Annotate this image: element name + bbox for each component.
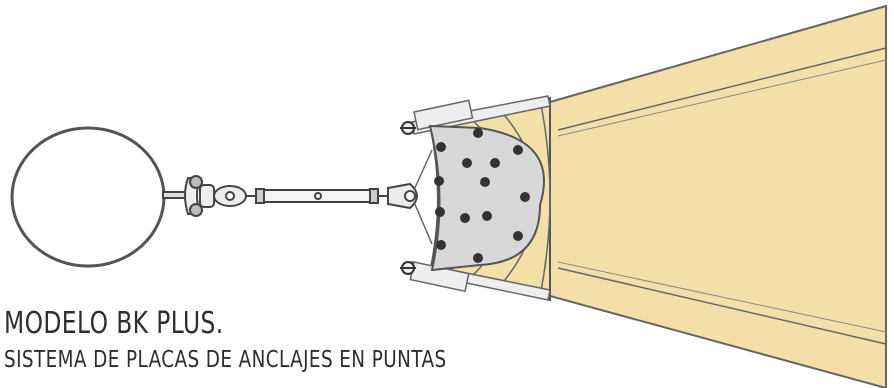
bolt <box>480 177 490 187</box>
bolt <box>513 231 523 241</box>
sail-hem-bottom <box>557 267 887 345</box>
sail-hem-bottom-2 <box>557 261 887 333</box>
plate-bolts <box>434 128 530 263</box>
bolt <box>434 176 444 186</box>
bolt <box>520 192 530 202</box>
turnbuckle <box>213 182 418 210</box>
bolt <box>435 207 445 217</box>
shackle <box>162 175 215 217</box>
bolt <box>460 213 470 223</box>
caption-subtitle: SISTEMA DE PLACAS DE ANCLAJES EN PUNTAS <box>4 347 447 373</box>
bolt <box>473 128 483 138</box>
corner-nuts <box>400 121 416 275</box>
sail-body <box>549 4 887 388</box>
bolt <box>482 211 492 221</box>
bridle-lines <box>413 149 433 245</box>
anchor-ring <box>10 126 166 268</box>
bolt <box>436 240 446 250</box>
bolt <box>490 158 500 168</box>
caption-title: MODELO BK PLUS. <box>4 306 224 341</box>
bolt <box>513 145 523 155</box>
sail-hem-top <box>557 47 887 131</box>
bolt <box>436 142 446 152</box>
edge-webbing <box>409 95 551 301</box>
bolt <box>462 158 472 168</box>
bolt <box>473 253 483 263</box>
sail-hem-top-2 <box>557 59 887 137</box>
